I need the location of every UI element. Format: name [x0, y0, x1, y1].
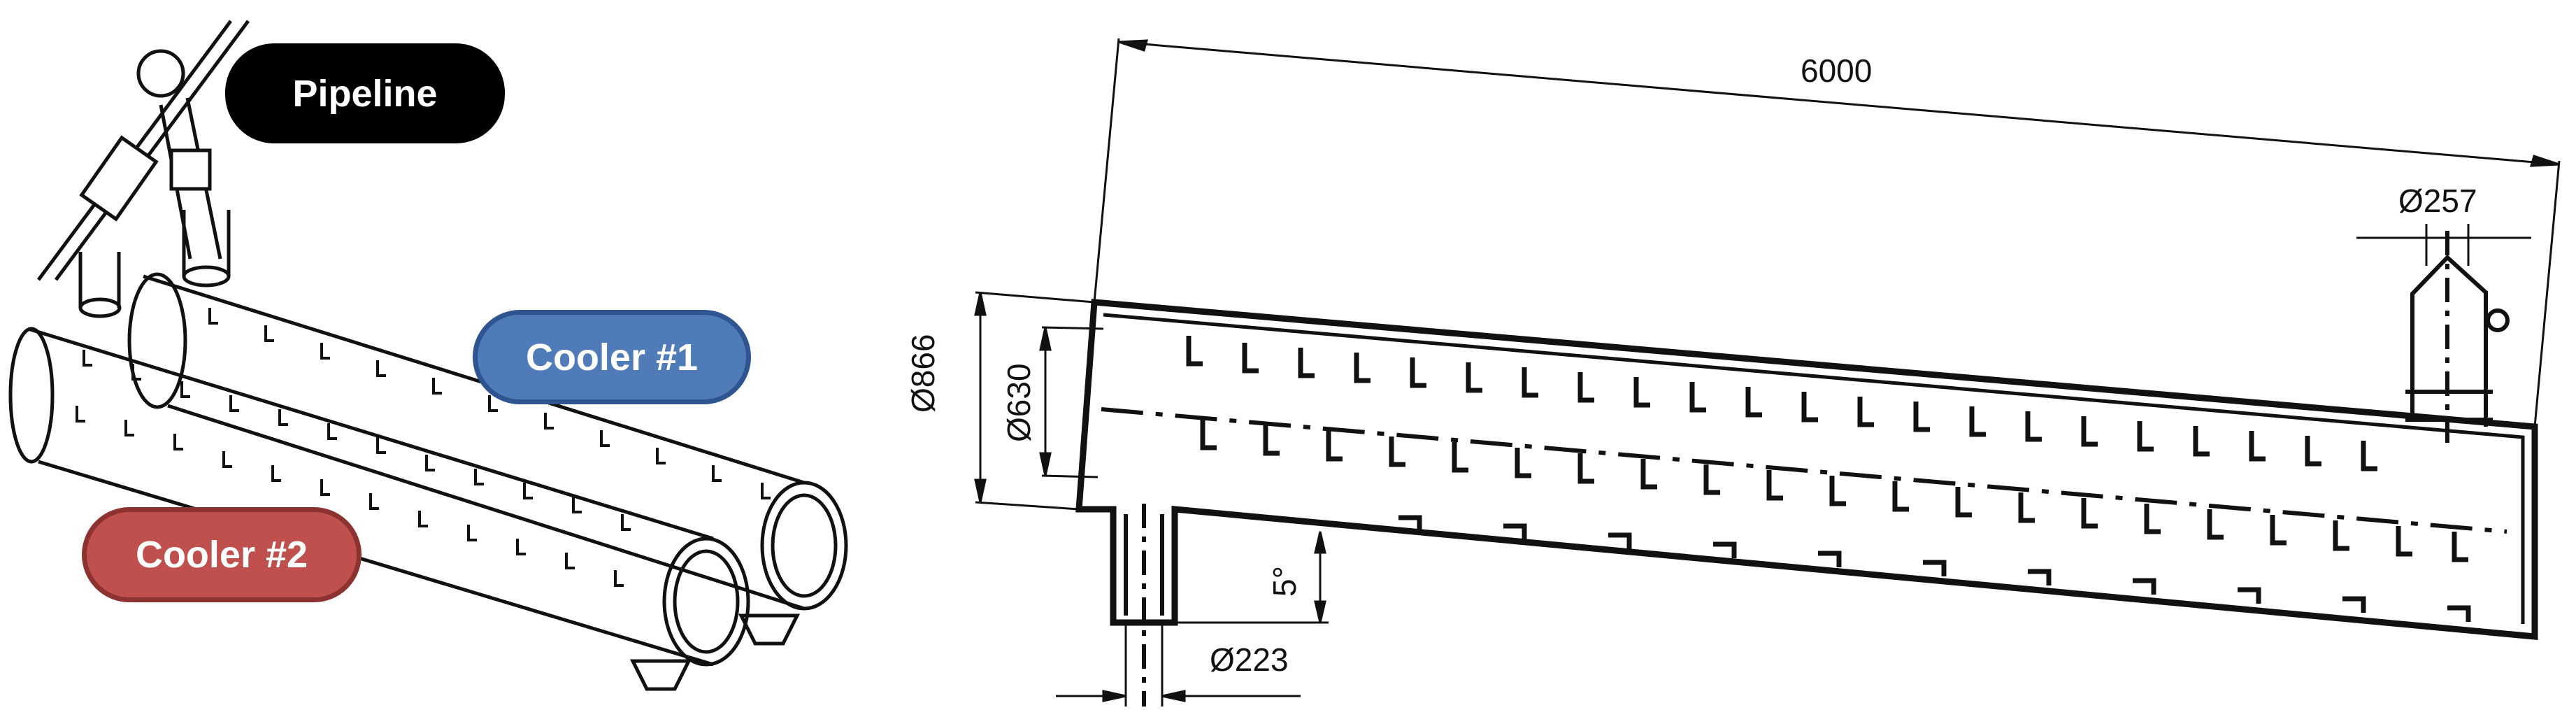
cooler2-drawing: [8, 327, 750, 691]
inlet-pipe: [1124, 504, 1164, 707]
inlet-diameter-dimension: Ø223: [1210, 641, 1289, 678]
isometric-view: [8, 20, 848, 691]
outer-diameter-dimension: Ø866: [905, 334, 941, 413]
cooler-body-inner: [1103, 313, 2525, 624]
section-baffles: [1186, 336, 2471, 622]
dimension-lines: [974, 38, 2561, 707]
section-view: [974, 38, 2561, 707]
cooler1-label: Cooler #1: [473, 310, 751, 404]
inner-diameter-dimension: Ø630: [1001, 363, 1037, 442]
pipeline-label: Pipeline: [225, 43, 505, 143]
angle-dimension: 5°: [1266, 566, 1303, 597]
cooler-baffles: [76, 308, 771, 587]
pipeline-drawing: [36, 20, 250, 318]
outlet-diameter-dimension: Ø257: [2398, 183, 2477, 219]
cooler-centerline: [1101, 407, 2507, 534]
length-dimension: 6000: [1801, 52, 1873, 89]
cooler1-drawing: [127, 272, 848, 646]
outlet-pipe: [2405, 231, 2510, 448]
cooler2-label: Cooler #2: [82, 507, 362, 602]
